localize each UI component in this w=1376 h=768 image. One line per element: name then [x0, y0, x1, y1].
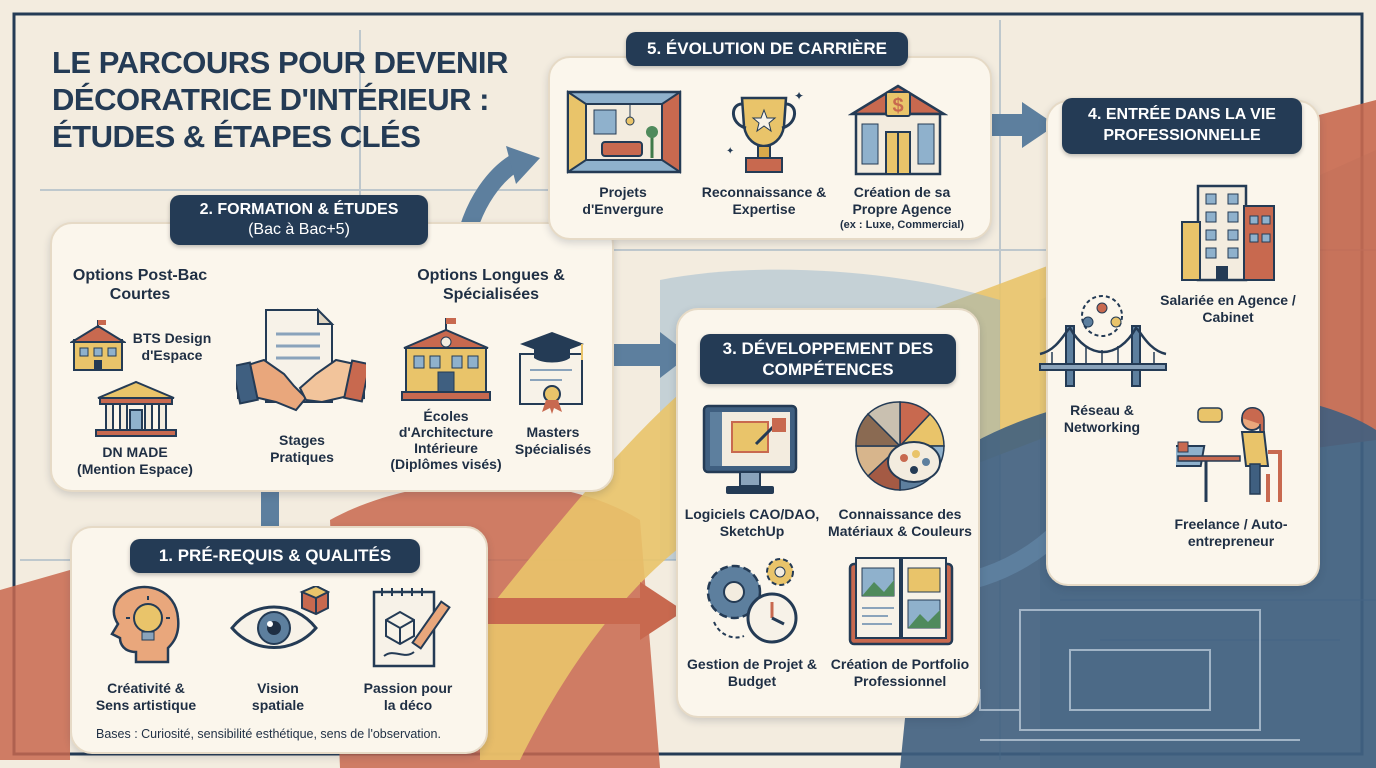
architecture-school-icon	[401, 318, 491, 401]
ecoles-line1: Écoles	[423, 408, 469, 424]
computer-screen-icon	[702, 404, 798, 494]
page-title: LE PARCOURS POUR DEVENIR DÉCORATRICE D'I…	[52, 44, 532, 155]
bridge-network-icon	[1039, 295, 1167, 387]
agence-line2: Propre Agence	[852, 201, 952, 217]
creativite-label: Créativité & Sens artistique	[95, 680, 197, 713]
agence-line1: Création de sa	[853, 184, 951, 200]
gears-clock-icon	[706, 558, 798, 644]
portfolio-icon	[848, 557, 954, 646]
formation-heading-line1: 2. FORMATION & ÉTUDES	[199, 201, 399, 218]
freelancer-laptop-icon	[1176, 407, 1282, 502]
ecoles-label: Écoles d'Architecture Intérieure (Diplôm…	[380, 408, 512, 472]
projets-label: Projets d'Envergure	[582, 184, 664, 217]
bases-note: Bases : Curiosité, sensibilité esthétiqu…	[96, 727, 441, 741]
ecoles-line4: (Diplômes visés)	[390, 456, 502, 472]
museum-building-icon	[95, 380, 177, 437]
vie-pro-heading-line1: 4. ENTRÉE DANS LA VIE	[1088, 106, 1276, 123]
reconnaissance-label: Reconnaissance & Expertise	[701, 184, 827, 217]
title-line-2: DÉCORATRICE D'INTÉRIEUR :	[52, 82, 489, 117]
dnmade-label: DN MADE (Mention Espace)	[60, 444, 210, 478]
brain-lightbulb-icon	[110, 585, 180, 664]
freelance-label: Freelance / Auto-entrepreneur	[1174, 516, 1288, 549]
passion-label: Passion pour la déco	[363, 680, 453, 713]
competences-heading-line1: 3. DÉVELOPPEMENT DES	[722, 339, 934, 358]
title-line-3: ÉTUDES & ÉTAPES CLÉS	[52, 119, 421, 154]
masters-label: Masters Spécialisés	[514, 424, 592, 457]
stages-label: Stages Pratiques	[270, 432, 334, 465]
interior-room-icon	[566, 90, 682, 174]
agence-note: (ex : Luxe, Commercial)	[839, 219, 965, 231]
evolution-heading: 5. ÉVOLUTION DE CARRIÈRE	[626, 32, 908, 66]
agence-label: Création de sa Propre Agence (ex : Luxe,…	[836, 184, 968, 232]
ecoles-line3: Intérieure	[414, 440, 478, 456]
reseau-label: Réseau & Networking	[1063, 402, 1141, 435]
dnmade-line1: DN MADE	[102, 444, 168, 460]
salariee-label: Salariée en Agence / Cabinet	[1160, 292, 1296, 325]
vision-label: Vision spatiale	[251, 680, 305, 713]
agency-building-icon: $	[848, 84, 948, 176]
bts-label: BTS Design d'Espace	[132, 330, 212, 363]
eye-cube-icon	[230, 586, 330, 649]
svg-text:✦: ✦	[726, 146, 734, 157]
portfolio-label: Création de Portfolio Professionnel	[830, 656, 970, 689]
title-line-1: LE PARCOURS POUR DEVENIR	[52, 45, 508, 80]
materiaux-label: Connaissance des Matériaux & Couleurs	[828, 506, 972, 539]
dnmade-line2: (Mention Espace)	[77, 461, 193, 477]
vie-pro-heading: 4. ENTRÉE DANS LA VIE PROFESSIONNELLE	[1062, 98, 1302, 154]
vie-pro-heading-line2: PROFESSIONNELLE	[1103, 127, 1261, 144]
color-swatch-icon	[855, 401, 945, 491]
long-options-title: Options Longues & Spécialisées	[417, 267, 565, 303]
competences-heading-line2: COMPÉTENCES	[762, 360, 894, 379]
competences-heading: 3. DÉVELOPPEMENT DES COMPÉTENCES	[700, 334, 956, 384]
formation-heading-line2: (Bac à Bac+5)	[248, 221, 350, 238]
vie-pro-card	[1046, 100, 1320, 586]
gestion-label: Gestion de Projet & Budget	[687, 656, 817, 689]
office-tower-icon	[1181, 184, 1275, 282]
sketchbook-pencil-icon	[372, 588, 451, 668]
handshake-contract-icon	[236, 307, 366, 412]
formation-heading: 2. FORMATION & ÉTUDES (Bac à Bac+5)	[170, 195, 428, 245]
svg-text:✦: ✦	[794, 92, 804, 103]
school-building-icon	[70, 320, 126, 371]
short-options-title: Options Post-Bac Courtes	[72, 267, 208, 303]
trophy-icon: ✦ ✦	[726, 92, 804, 173]
logiciels-label: Logiciels CAO/DAO, SketchUp	[684, 506, 820, 539]
svg-text:$: $	[892, 95, 903, 117]
prerequis-heading: 1. PRÉ-REQUIS & QUALITÉS	[130, 539, 420, 573]
graduation-diploma-icon	[519, 332, 584, 414]
ecoles-line2: d'Architecture	[398, 424, 494, 440]
